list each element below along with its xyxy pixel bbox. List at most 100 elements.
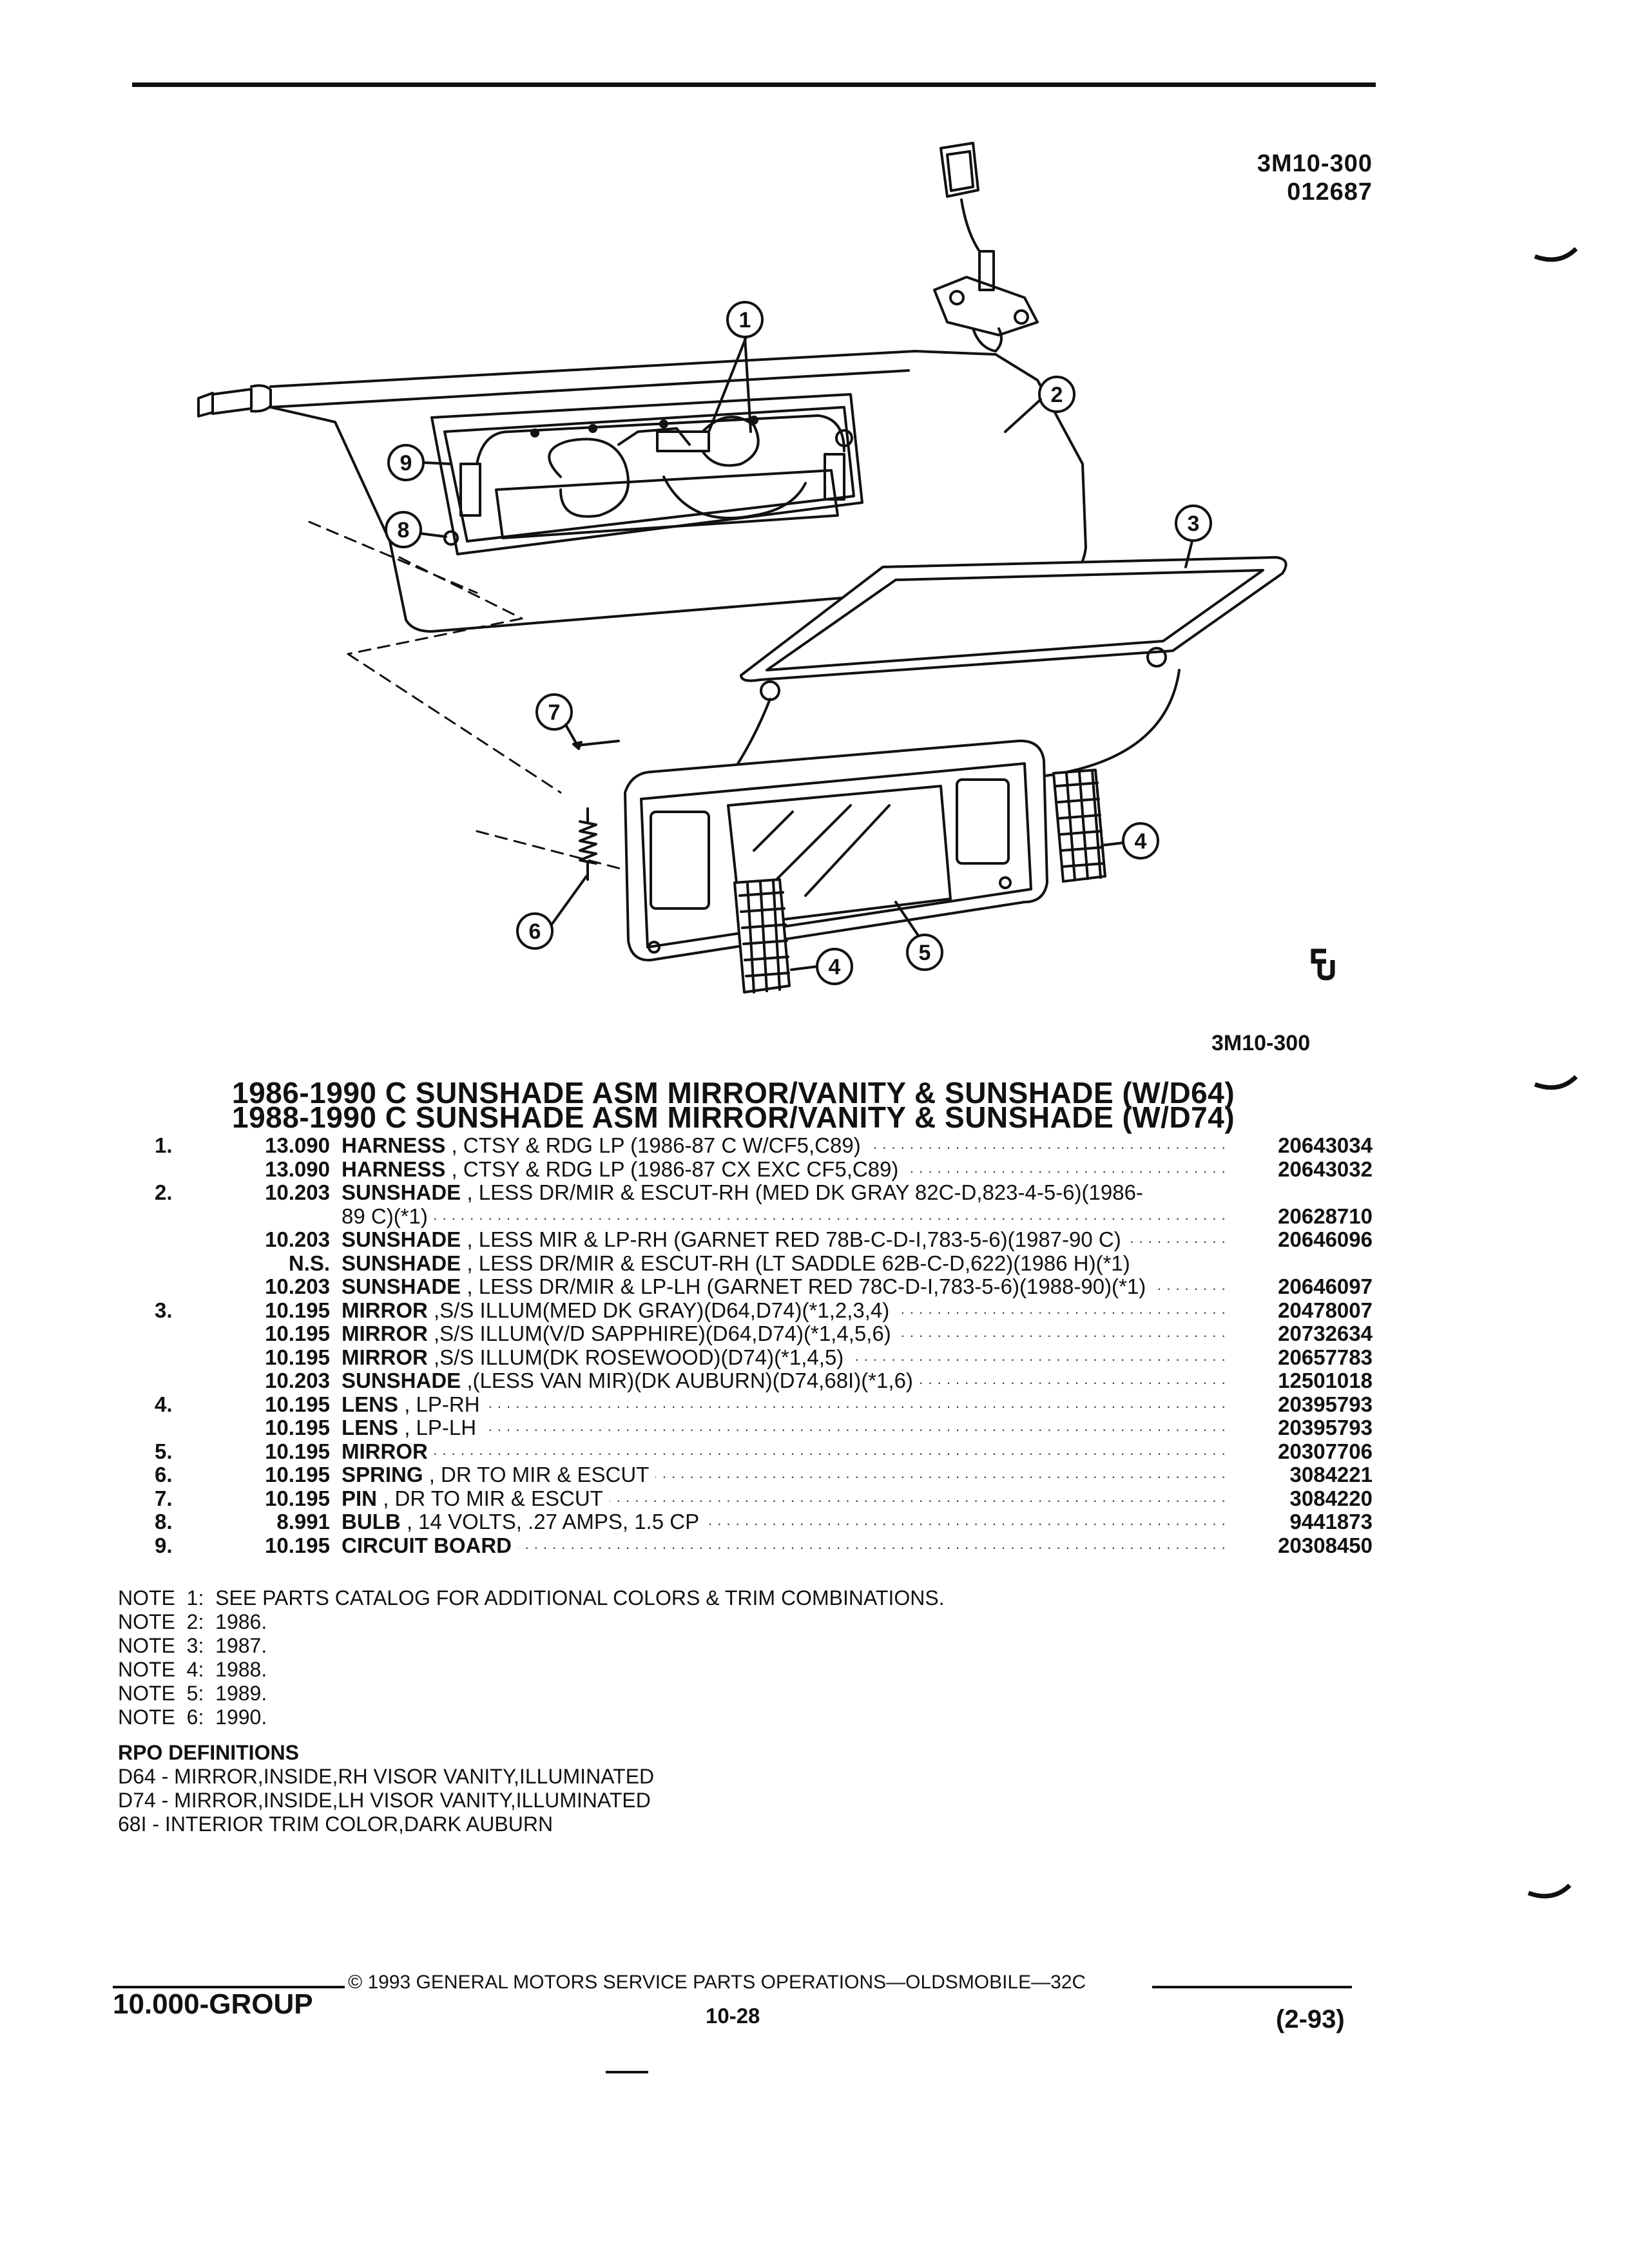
part-number: 20657783 <box>1278 1345 1373 1369</box>
rpo-item: D64 - MIRROR,INSIDE,RH VISOR VANITY,ILLU… <box>118 1765 655 1788</box>
part-detail: ,S/S ILLUM(DK ROSEWOOD)(D74)(*1,4,5) <box>434 1345 844 1369</box>
revision-date: (2-93) <box>1276 2005 1345 2033</box>
part-number: 20395793 <box>1278 1416 1373 1439</box>
rpo-heading: RPO DEFINITIONS <box>118 1741 299 1764</box>
part-name: SPRING <box>342 1463 423 1486</box>
part-name: SUNSHADE <box>342 1181 461 1204</box>
item-number: 2. <box>155 1180 173 1204</box>
note-2: NOTE 2: 1986. <box>118 1610 267 1633</box>
doc-number: 012687 <box>1287 178 1373 206</box>
note-1: NOTE 1: SEE PARTS CATALOG FOR ADDITIONAL… <box>118 1586 945 1610</box>
callout-label-2: 2 <box>1051 383 1063 407</box>
part-name: SUNSHADE <box>342 1369 461 1392</box>
margin-mark-1 <box>1534 247 1578 262</box>
callout-6 <box>516 875 588 950</box>
lens-lp-lh <box>1052 769 1106 883</box>
part-name: LENS <box>342 1392 399 1416</box>
callout-label-8: 8 <box>398 518 410 543</box>
part-description: MIRROR ,S/S ILLUM(MED DK GRAY)(D64,D74)(… <box>342 1298 1224 1323</box>
callout-9 <box>387 444 452 481</box>
parts-row: 10.203 SUNSHADE , LESS DR/MIR & LP-LH (GA… <box>155 1274 1373 1299</box>
item-number: 5. <box>155 1439 173 1463</box>
note-5: NOTE 5: 1989. <box>118 1682 267 1705</box>
part-name: BULB <box>342 1510 401 1533</box>
callout-7 <box>535 693 578 745</box>
part-name: MIRROR <box>342 1298 428 1322</box>
part-number: 20478007 <box>1278 1298 1373 1322</box>
rpo-item: 68I - INTERIOR TRIM COLOR,DARK AUBURN <box>118 1812 554 1836</box>
part-description: 89 C)(*1) <box>342 1204 1224 1229</box>
part-number: 20395793 <box>1278 1392 1373 1416</box>
part-name: PIN <box>342 1486 378 1510</box>
group-number: 13.090 <box>265 1157 330 1181</box>
part-description: SPRING , DR TO MIR & ESCUT <box>342 1463 1224 1487</box>
callout-4b <box>790 948 853 985</box>
callout-label-7: 7 <box>548 700 561 725</box>
margin-mark-2 <box>1534 1075 1578 1090</box>
parts-row: 89 C)(*1)20628710 <box>155 1204 1373 1229</box>
group-number: 10.203 <box>265 1274 330 1298</box>
bottom-mark <box>606 2071 648 2073</box>
top-rule <box>132 82 1376 87</box>
part-detail: , LESS MIR & LP-RH (GARNET RED 78B-C-D-I… <box>467 1228 1121 1251</box>
part-description: HARNESS , CTSY & RDG LP (1986-87 C W/CF5… <box>342 1134 1224 1158</box>
callout-label-4b: 4 <box>829 955 841 979</box>
part-detail: , CTSY & RDG LP (1986-87 CX EXC CF5,C89) <box>451 1157 899 1181</box>
note-4: NOTE 4: 1988. <box>118 1658 267 1681</box>
part-detail: ,S/S ILLUM(MED DK GRAY)(D64,D74)(*1,2,3,… <box>434 1298 890 1322</box>
part-detail: , LESS DR/MIR & LP-LH (GARNET RED 78C-D-… <box>467 1275 1146 1298</box>
note-3: NOTE 3: 1987. <box>118 1634 267 1657</box>
margin-mark-3 <box>1527 1883 1572 1899</box>
rpo-definitions: RPO DEFINITIONS D64 - MIRROR,INSIDE,RH V… <box>118 1741 654 1836</box>
part-detail: 89 C)(*1) <box>342 1204 428 1228</box>
part-description: MIRROR ,S/S ILLUM(V/D SAPPHIRE)(D64,D74)… <box>342 1322 1224 1346</box>
part-number: 12501018 <box>1278 1369 1373 1392</box>
part-detail: , LESS DR/MIR & ESCUT-RH (LT SADDLE 62B-… <box>467 1251 1130 1275</box>
part-number: 9441873 <box>1289 1510 1373 1533</box>
part-name: CIRCUIT BOARD <box>342 1533 512 1557</box>
part-number: 20643034 <box>1278 1133 1373 1157</box>
callout-2 <box>1004 376 1075 433</box>
part-name: HARNESS <box>342 1157 446 1181</box>
part-number: 3084220 <box>1289 1486 1373 1510</box>
diagram-caption: 3M10-300 <box>1211 1031 1311 1055</box>
group-number: 10.203 <box>265 1369 330 1392</box>
page-number: 10-28 <box>706 2004 760 2028</box>
notes-section: NOTE 1: SEE PARTS CATALOG FOR ADDITIONAL… <box>118 1586 945 1729</box>
callout-label-9: 9 <box>400 451 412 476</box>
connector-plug <box>940 142 981 253</box>
parts-row: 10.195 MIRROR ,S/S ILLUM(V/D SAPPHIRE)(D6… <box>155 1321 1373 1346</box>
part-detail: , LP-RH <box>404 1392 480 1416</box>
part-description: MIRROR <box>342 1439 1224 1464</box>
part-description: LENS , LP-RH <box>342 1392 1224 1417</box>
group-number: 10.195 <box>265 1416 330 1439</box>
part-description: PIN , DR TO MIR & ESCUT <box>342 1486 1224 1511</box>
part-detail: , LP-LH <box>404 1416 477 1439</box>
group-number: 10.195 <box>265 1321 330 1345</box>
footer-group: 10.000-GROUP <box>113 1988 313 2020</box>
ref-code: 3M10-300 <box>1257 150 1373 177</box>
part-number: 20308450 <box>1278 1533 1373 1557</box>
part-number: 20732634 <box>1278 1321 1373 1345</box>
assembly-title-2: 1988-1990 C SUNSHADE ASM MIRROR/VANITY &… <box>232 1100 1235 1134</box>
part-detail: ,(LESS VAN MIR)(DK AUBURN)(D74,68I)(*1,6… <box>467 1369 913 1392</box>
item-number: 9. <box>155 1533 173 1557</box>
part-detail: , DR TO MIR & ESCUT <box>429 1463 650 1486</box>
callout-8 <box>385 511 447 548</box>
part-number: 20643032 <box>1278 1157 1373 1181</box>
note-6: NOTE 6: 1990. <box>118 1706 267 1729</box>
part-description: CIRCUIT BOARD <box>342 1533 1224 1558</box>
part-description: SUNSHADE , LESS DR/MIR & ESCUT-RH (LT SA… <box>342 1251 1224 1276</box>
spring <box>579 807 597 881</box>
part-description: SUNSHADE , LESS DR/MIR & LP-LH (GARNET R… <box>342 1275 1224 1299</box>
callout-label-1: 1 <box>739 308 751 332</box>
group-number: 10.195 <box>265 1486 330 1510</box>
footer-rule-left <box>113 1986 345 1988</box>
item-number: 1. <box>155 1133 173 1157</box>
